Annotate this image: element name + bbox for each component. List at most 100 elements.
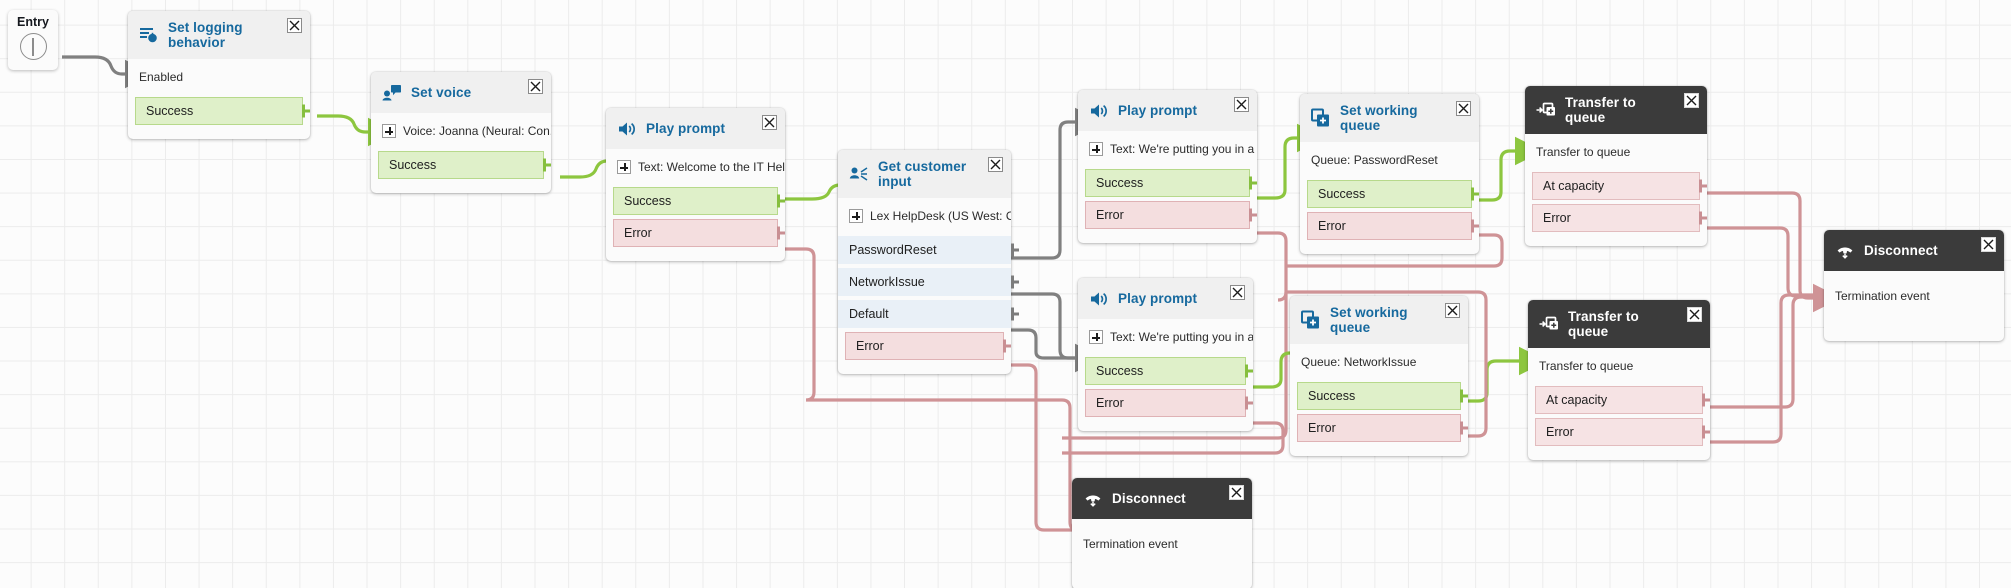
port-connector[interactable] [1245,364,1253,378]
expand-plus-icon[interactable] [382,124,396,138]
port-connector[interactable] [1003,339,1011,353]
port-success[interactable]: Success [1307,180,1479,209]
close-icon[interactable] [988,157,1003,172]
node-param[interactable]: Text: We're putting you in a ... [1078,133,1257,165]
node-set-working-queue-network[interactable]: Set working queue Queue: NetworkIssue Su… [1290,296,1468,457]
port-connector[interactable] [1249,208,1257,222]
port-connector[interactable] [1702,425,1710,439]
node-header: Set working queue [1300,94,1479,143]
port-connector[interactable] [1471,219,1479,233]
port-error[interactable]: Error [613,219,785,247]
port-success[interactable]: Success [378,151,551,179]
node-param[interactable]: Text: We're putting you in a ... [1078,321,1253,353]
port-error[interactable]: Error [1535,418,1710,447]
port-label: Error [1096,208,1124,222]
node-body: Queue: NetworkIssue Success Error [1290,344,1468,456]
port-label: Error [1308,421,1336,436]
param-text: Enabled [139,70,184,85]
node-param[interactable]: Voice: Joanna (Neural: Con... [371,115,551,147]
port-label: Success [1308,389,1356,404]
port-connector[interactable] [1011,243,1019,257]
port-connector[interactable] [1471,187,1479,201]
port-connector[interactable] [1460,421,1468,435]
port-label: Error [1318,219,1346,234]
port-error[interactable]: Error [1085,201,1257,229]
port-error[interactable]: Error [1532,204,1707,233]
port-connector[interactable] [777,194,785,208]
close-icon[interactable] [762,115,777,130]
node-title: Set working queue [1330,305,1408,336]
port-label: PasswordReset [849,243,937,258]
expand-plus-icon[interactable] [1089,142,1103,156]
node-set-voice[interactable]: Set voice Voice: Joanna (Neural: Con... … [371,72,551,193]
port-connector[interactable] [1245,396,1253,410]
close-icon[interactable] [287,18,302,33]
node-header: Transfer to queue [1528,300,1710,349]
close-icon[interactable] [1234,97,1249,112]
node-title: Set working queue [1340,103,1418,134]
entry-node[interactable]: Entry [8,10,58,70]
close-icon[interactable] [1687,307,1702,322]
close-icon[interactable] [1230,285,1245,300]
expand-plus-icon[interactable] [849,209,863,224]
node-param[interactable]: Queue: NetworkIssue [1290,346,1468,378]
node-set-working-queue-password[interactable]: Set working queue Queue: PasswordReset S… [1300,94,1479,255]
port-connector[interactable] [302,104,310,118]
node-transfer-to-queue-password[interactable]: Transfer to queue Transfer to queue At c… [1525,86,1707,247]
node-set-logging-behavior[interactable]: Set logging behavior Enabled Success [128,11,310,140]
port-success[interactable]: Success [613,187,785,215]
node-disconnect-right[interactable]: Disconnect Termination event [1824,230,2004,341]
disconnect-icon [1837,247,1853,259]
speaker-icon [619,122,635,135]
node-play-prompt-queue-network[interactable]: Play prompt Text: We're putting you in a… [1078,278,1253,431]
port-connector[interactable] [1011,307,1019,321]
port-at-capacity[interactable]: At capacity [1532,172,1707,201]
port-error[interactable]: Error [1307,212,1479,241]
close-icon[interactable] [1684,93,1699,108]
port-connector[interactable] [1699,211,1707,225]
close-icon[interactable] [528,79,543,94]
port-error[interactable]: Error [1297,414,1468,443]
port-connector[interactable] [1460,389,1468,403]
node-param[interactable]: Transfer to queue [1528,350,1710,382]
node-header: Set voice [371,72,551,113]
port-default[interactable]: Default [838,300,1019,329]
node-disconnect-bottom[interactable]: Disconnect Termination event [1072,478,1252,588]
port-connector[interactable] [1011,275,1019,289]
port-success[interactable]: Success [1085,169,1257,197]
port-connector[interactable] [543,158,551,172]
port-success[interactable]: Success [1297,382,1468,411]
node-param[interactable]: Lex HelpDesk (US West: O... [838,200,1011,232]
expand-plus-icon[interactable] [617,160,631,174]
port-connector[interactable] [1249,176,1257,190]
port-passwordreset[interactable]: PasswordReset [838,236,1019,265]
expand-plus-icon[interactable] [1089,330,1103,344]
port-connector[interactable] [1702,393,1710,407]
node-header: Disconnect [1072,478,1252,519]
node-play-prompt-welcome[interactable]: Play prompt Text: Welcome to the IT Hel.… [606,108,785,261]
node-param[interactable]: Queue: PasswordReset [1300,144,1479,176]
port-networkissue[interactable]: NetworkIssue [838,268,1019,297]
port-at-capacity[interactable]: At capacity [1535,386,1710,415]
port-label: Success [1096,364,1144,378]
close-icon[interactable] [1456,101,1471,116]
node-transfer-to-queue-network[interactable]: Transfer to queue Transfer to queue At c… [1528,300,1710,461]
close-icon[interactable] [1229,485,1244,500]
port-error[interactable]: Error [1085,389,1253,417]
port-success[interactable]: Success [1085,357,1253,385]
close-icon[interactable] [1445,303,1460,318]
node-body: Termination event [1072,519,1252,588]
close-icon[interactable] [1981,237,1996,252]
port-label: Error [1096,396,1124,410]
param-text: Transfer to queue [1536,145,1631,160]
node-param[interactable]: Transfer to queue [1525,136,1707,168]
port-success[interactable]: Success [135,97,310,126]
port-error[interactable]: Error [845,332,1011,361]
port-connector[interactable] [777,226,785,240]
node-param[interactable]: Enabled [128,61,310,93]
port-connector[interactable] [1699,179,1707,193]
node-play-prompt-queue-password[interactable]: Play prompt Text: We're putting you in a… [1078,90,1257,243]
node-get-customer-input[interactable]: Get customer input Lex HelpDesk (US West… [838,150,1019,375]
node-param[interactable]: Text: Welcome to the IT Hel... [606,151,785,183]
